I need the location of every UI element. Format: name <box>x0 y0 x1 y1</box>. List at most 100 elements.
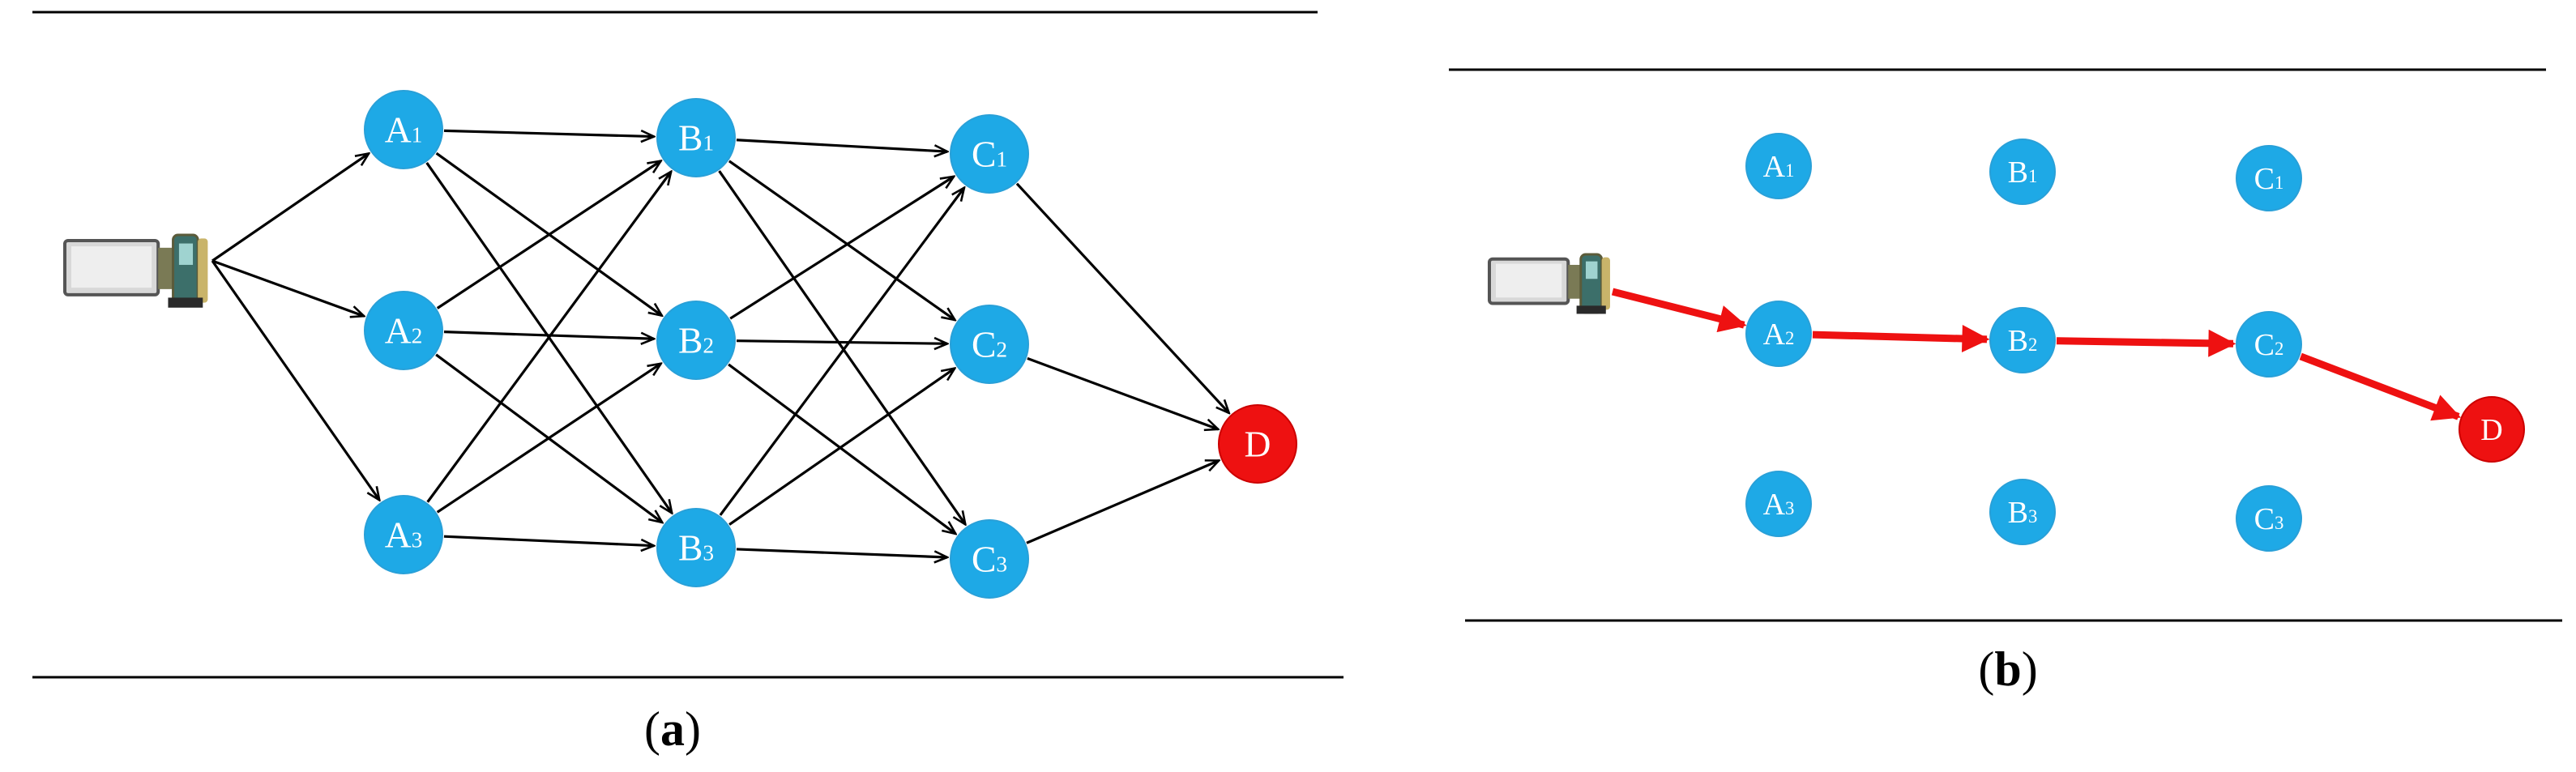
node-circle <box>1745 301 1812 367</box>
truck-icon <box>1488 253 1610 314</box>
node-c1: C1 <box>2236 145 2302 211</box>
node-a1: A1 <box>364 90 443 169</box>
node-subscript: 3 <box>996 552 1007 577</box>
node-d: D <box>1218 404 1297 484</box>
node-c2: C2 <box>2236 311 2302 377</box>
edge-b3-c2 <box>728 369 955 526</box>
node-circle <box>2236 485 2302 552</box>
route-edge-b2-c2 <box>2056 329 2236 357</box>
node-circle <box>950 305 1029 384</box>
node-label: B1 <box>2008 156 2038 190</box>
node-b1: B1 <box>656 98 736 177</box>
node-a1: A1 <box>1745 133 1812 199</box>
node-label: B3 <box>678 527 714 569</box>
edge-b1-c1 <box>736 139 947 151</box>
node-subscript: 3 <box>2275 513 2283 533</box>
node-a3: A3 <box>364 495 443 574</box>
node-c2: C2 <box>950 305 1029 384</box>
node-label: A1 <box>385 109 423 151</box>
edge-a3-b3 <box>443 535 654 545</box>
node-letter: C <box>2254 328 2275 362</box>
route-edge-truck-a2 <box>1611 288 1747 333</box>
node-letter: A <box>1763 488 1786 522</box>
node-letter: B <box>2008 156 2028 190</box>
node-circle <box>1745 133 1812 199</box>
node-letter: A <box>385 514 412 556</box>
node-label: C2 <box>972 324 1007 365</box>
node-letter: B <box>678 320 703 361</box>
node-circle <box>364 495 443 574</box>
node-subscript: 1 <box>996 147 1007 172</box>
node-subscript: 1 <box>2028 166 2037 186</box>
node-label: C1 <box>2254 162 2284 196</box>
edge-b2-c3 <box>728 363 955 534</box>
node-subscript: 3 <box>412 528 423 552</box>
panel-b-caption: (b) <box>1978 642 2037 696</box>
node-subscript: 2 <box>2028 335 2037 355</box>
node-a2: A2 <box>1745 301 1812 367</box>
panel-a-edges <box>211 129 1229 557</box>
node-label: A2 <box>1763 318 1795 352</box>
node-letter: A <box>1763 150 1786 184</box>
node-label: A3 <box>1763 488 1795 522</box>
node-letter: C <box>972 539 996 580</box>
node-letter: A <box>385 310 412 352</box>
node-letter: B <box>678 117 703 159</box>
node-circle <box>656 98 736 177</box>
truck-icon <box>63 233 208 308</box>
node-circle <box>364 291 443 370</box>
node-label: D <box>1245 424 1271 465</box>
node-letter: B <box>678 527 703 569</box>
node-circle <box>1745 471 1812 537</box>
panel-b-route <box>1611 288 2462 421</box>
edge-truck-a1 <box>211 153 369 262</box>
node-label: C1 <box>972 134 1007 175</box>
node-letter: C <box>2254 502 2275 536</box>
edge-c2-d <box>1027 356 1218 429</box>
edge-b3-c1 <box>719 188 964 516</box>
edge-truck-a3 <box>211 260 379 500</box>
node-letter: C <box>2254 162 2275 196</box>
edge-b2-c2 <box>736 341 947 344</box>
node-subscript: 2 <box>703 334 714 358</box>
node-circle <box>656 301 736 380</box>
edge-b3-c3 <box>736 548 947 557</box>
node-letter: D <box>2480 413 2502 447</box>
node-b3: B3 <box>1989 479 2056 545</box>
node-a2: A2 <box>364 291 443 370</box>
edge-b2-c1 <box>729 177 954 320</box>
node-b2: B2 <box>656 301 736 380</box>
node-subscript: 3 <box>2028 506 2037 527</box>
node-label: B2 <box>2008 324 2038 358</box>
node-letter: B <box>2008 324 2028 358</box>
node-label: A3 <box>385 514 423 556</box>
panel-a-caption: (a) <box>644 702 701 756</box>
node-c1: C1 <box>950 114 1029 194</box>
edge-c3-d <box>1026 459 1219 544</box>
node-subscript: 1 <box>2275 173 2283 193</box>
node-circle <box>2236 311 2302 377</box>
node-circle <box>656 508 736 587</box>
edge-b1-c2 <box>728 160 955 320</box>
node-subscript: 2 <box>412 324 423 348</box>
route-edge-a2-b2 <box>1812 325 1990 353</box>
node-label: C3 <box>972 539 1007 580</box>
edge-c1-d <box>1015 182 1229 413</box>
node-letter: A <box>385 109 412 151</box>
node-circle <box>950 519 1029 599</box>
node-d: D <box>2459 396 2525 463</box>
node-subscript: 2 <box>2275 339 2283 359</box>
node-letter: B <box>2008 496 2028 530</box>
edge-b1-c3 <box>718 170 966 524</box>
node-b2: B2 <box>1989 307 2056 373</box>
node-circle <box>1989 479 2056 545</box>
edge-a3-b1 <box>426 172 671 503</box>
node-subscript: 3 <box>703 541 714 565</box>
destination-node-circle <box>1218 404 1297 484</box>
node-circle <box>1989 307 2056 373</box>
node-label: A2 <box>385 310 423 352</box>
